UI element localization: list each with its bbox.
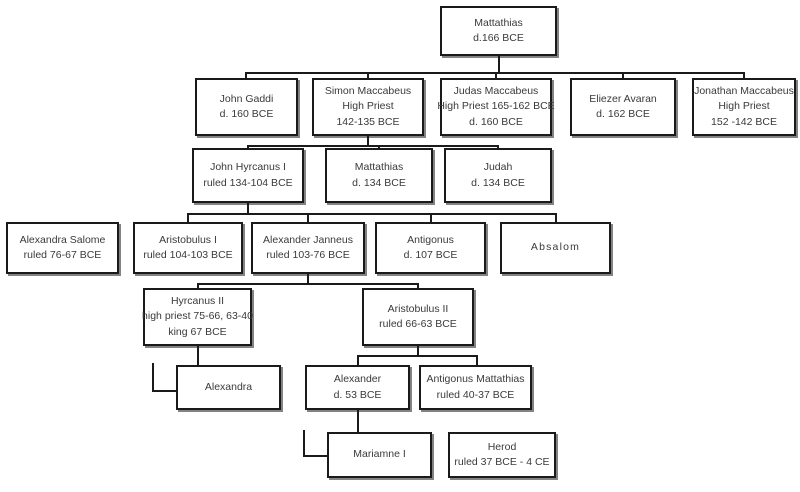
- node-mattathias-line-0: Mattathias: [474, 16, 523, 29]
- node-alexander-janneus-line-0: Alexander Janneus: [263, 233, 353, 246]
- node-jonathan-maccabeus-line-1: High Priest: [718, 100, 770, 113]
- connector-drop-jonathan: [743, 72, 745, 79]
- connector-drop-antig-matt: [476, 355, 478, 366]
- node-alexander-janneus: Alexander Janneus ruled 103-76 BCE: [251, 222, 365, 274]
- node-antigonus-line-0: Antigonus: [407, 233, 454, 246]
- node-mattathias-2: Mattathias d. 134 BCE: [325, 148, 433, 203]
- connector-hyrc2-elbow-up: [152, 363, 154, 392]
- node-mattathias-2-line-0: Mattathias: [354, 161, 404, 174]
- connector-drop-john-gaddi: [245, 72, 247, 79]
- node-simon-maccabeus-line-1: High Priest: [342, 100, 394, 113]
- node-aristobulus-i: Aristobulus I ruled 104-103 BCE: [133, 222, 243, 274]
- connector-drop-alex-janneus: [307, 213, 309, 223]
- connector-drop-alexander: [357, 355, 359, 366]
- node-hyrcanus-ii-line-0: Hyrcanus II: [170, 295, 225, 308]
- node-antigonus-mattathias: Antigonus Mattathias ruled 40-37 BCE: [419, 365, 532, 410]
- node-hyrcanus-ii-line-1: high priest 75-66, 63-40: [142, 310, 253, 323]
- node-alexandra-salome-line-1: ruled 76-67 BCE: [23, 249, 102, 261]
- node-mattathias-2-line-1: d. 134 BCE: [352, 176, 406, 189]
- connector-gen1-bus: [245, 72, 744, 74]
- node-jonathan-maccabeus-line-0: Jonathan Maccabeus: [694, 85, 794, 98]
- node-simon-maccabeus-line-0: Simon Maccabeus: [324, 85, 412, 98]
- node-mariamne-i: Mariamne I: [327, 432, 432, 478]
- node-jonathan-maccabeus-line-2: 152 -142 BCE: [711, 115, 777, 128]
- node-aristobulus-ii-line-1: ruled 66-63 BCE: [379, 318, 457, 330]
- connector-hyrc2-elbow: [152, 390, 199, 392]
- node-john-gaddi-line-0: John Gaddi: [219, 92, 274, 105]
- node-aristobulus-i-line-1: ruled 104-103 BCE: [143, 249, 233, 261]
- node-mattathias-line-1: d.166 BCE: [473, 32, 524, 44]
- connector-drop-aristobulus-ii: [417, 283, 419, 289]
- connector-simon-stem: [367, 136, 369, 146]
- node-mariamne-i-line-0: Mariamne I: [353, 448, 406, 461]
- node-judas-maccabeus-line-1: High Priest 165-162 BCE: [437, 100, 555, 113]
- node-herod-line-0: Herod: [487, 440, 517, 453]
- node-eliezer-avaran-line-1: d. 162 BCE: [596, 108, 650, 120]
- node-antigonus-mattathias-line-1: ruled 40-37 BCE: [436, 388, 515, 401]
- node-eliezer-avaran-line-0: Eliezer Avaran: [589, 92, 657, 105]
- connector-drop-absalom: [555, 213, 557, 223]
- node-alexander: Alexander d. 53 BCE: [305, 365, 410, 410]
- node-alexandra-salome-line-0: Alexandra Salome: [19, 233, 106, 246]
- node-judas-maccabeus-line-2: d. 160 BCE: [469, 115, 523, 128]
- node-eliezer-avaran: Eliezer Avaran d. 162 BCE: [570, 78, 676, 136]
- node-alexandra-salome: Alexandra Salome ruled 76-67 BCE: [6, 222, 119, 274]
- connector-gen4-bus: [197, 283, 419, 285]
- node-alexander-line-0: Alexander: [333, 373, 382, 386]
- connector-drop-judah: [497, 145, 499, 149]
- node-mattathias: Mattathias d.166 BCE: [440, 6, 557, 56]
- node-antigonus-line-1: d. 107 BCE: [403, 249, 458, 261]
- node-absalom-line-0: Absalom: [530, 241, 581, 254]
- node-aristobulus-i-line-0: Aristobulus I: [159, 233, 217, 246]
- node-judah-line-0: Judah: [483, 161, 513, 174]
- connector-drop-eliezer: [622, 72, 624, 79]
- connector-gen5-bus: [357, 355, 476, 357]
- connector-drop-simon: [367, 72, 369, 79]
- node-simon-maccabeus-line-2: 142-135 BCE: [336, 115, 400, 128]
- node-antigonus-mattathias-line-0: Antigonus Mattathias: [426, 373, 525, 386]
- connector-drop-antigonus: [430, 213, 432, 223]
- connector-mattathias-stem: [498, 56, 500, 73]
- node-hyrcanus-ii-line-2: king 67 BCE: [168, 325, 227, 338]
- connector-drop-judas: [495, 72, 497, 79]
- node-alexandra: Alexandra: [176, 365, 281, 410]
- connector-drop-hyrcanus-ii: [197, 283, 199, 289]
- node-john-gaddi: John Gaddi d. 160 BCE: [195, 78, 298, 136]
- connector-aristobulus-ii-stem: [417, 346, 419, 357]
- node-john-hyrcanus-i-line-0: John Hyrcanus I: [210, 161, 286, 174]
- node-hyrcanus-ii: Hyrcanus II high priest 75-66, 63-40 king …: [142, 288, 253, 346]
- node-alexander-line-1: d. 53 BCE: [333, 388, 382, 401]
- connector-alexander-elbow-up: [303, 430, 305, 457]
- connector-gen2-bus: [247, 145, 498, 147]
- node-antigonus: Antigonus d. 107 BCE: [375, 222, 486, 274]
- node-absalom: Absalom: [500, 222, 611, 274]
- node-alexander-janneus-line-1: ruled 103-76 BCE: [266, 249, 350, 261]
- node-john-gaddi-line-1: d. 160 BCE: [219, 108, 274, 120]
- node-judah-line-1: d. 134 BCE: [471, 176, 525, 189]
- connector-drop-aristobulus-i: [187, 213, 189, 223]
- connector-hyrcanus-i-stem: [247, 203, 249, 214]
- node-aristobulus-ii-line-0: Aristobulus II: [387, 302, 449, 315]
- connector-gen3-bus: [187, 213, 556, 215]
- node-john-hyrcanus-i: John Hyrcanus I ruled 134-104 BCE: [192, 148, 304, 203]
- node-judah: Judah d. 134 BCE: [444, 148, 552, 203]
- connector-drop-mattathias-2: [378, 145, 380, 149]
- connector-drop-hyrcanus-i: [247, 145, 249, 149]
- node-herod-line-1: ruled 37 BCE - 4 CE: [454, 456, 550, 468]
- node-john-hyrcanus-i-line-1: ruled 134-104 BCE: [203, 176, 293, 189]
- node-herod: Herod ruled 37 BCE - 4 CE: [448, 432, 556, 478]
- node-judas-maccabeus-line-0: Judas Maccabeus: [453, 85, 539, 98]
- connector-janneus-stem: [307, 274, 309, 284]
- node-aristobulus-ii: Aristobulus II ruled 66-63 BCE: [362, 288, 474, 346]
- node-alexandra-line-0: Alexandra: [204, 380, 253, 393]
